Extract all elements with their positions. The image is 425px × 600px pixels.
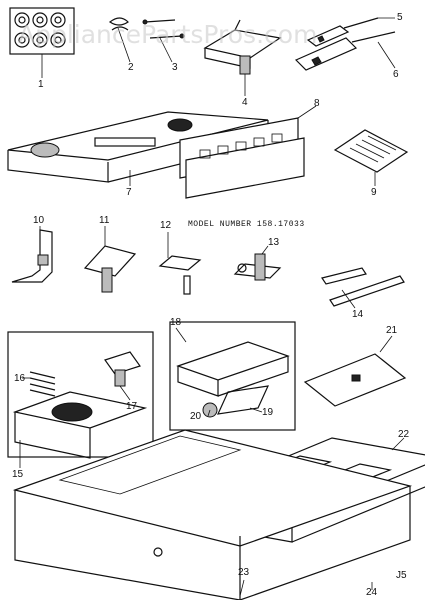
callout-10: 10 <box>33 215 45 226</box>
page-code: J5 <box>396 570 407 581</box>
leader-lines <box>19 17 405 597</box>
buttonholer-attachment <box>7 111 269 183</box>
callout-17: 17 <box>126 401 138 412</box>
callout-3: 3 <box>172 62 178 73</box>
callout-6: 6 <box>393 69 399 80</box>
seam-ripper-brush <box>321 267 405 307</box>
callout-22: 22 <box>398 429 410 440</box>
callout-9: 9 <box>371 187 377 198</box>
callout-11: 11 <box>99 215 110 226</box>
presser-foot-10 <box>11 229 53 283</box>
callout-16: 16 <box>14 373 26 384</box>
callout-18: 18 <box>170 317 182 328</box>
screwdriver-large <box>294 31 396 71</box>
zigzag-attachment-group <box>169 321 296 431</box>
callout-14: 14 <box>352 309 364 320</box>
callout-20: 20 <box>190 411 202 422</box>
callout-24: 24 <box>366 587 378 598</box>
callout-19: 19 <box>262 407 274 418</box>
pin-parts <box>142 19 185 39</box>
throat-plate-cover <box>303 353 407 407</box>
cam-plates <box>179 117 305 199</box>
screwdriver-small <box>306 17 379 47</box>
callout-4: 4 <box>242 97 248 108</box>
callout-12: 12 <box>160 220 172 231</box>
callout-5: 5 <box>397 12 403 23</box>
callout-8: 8 <box>314 98 320 109</box>
seam-guide <box>203 19 282 75</box>
callout-21: 21 <box>386 325 398 336</box>
callout-2: 2 <box>128 62 134 73</box>
callout-13: 13 <box>268 237 280 248</box>
presser-foot-11 <box>83 245 137 293</box>
callout-15: 15 <box>12 469 24 480</box>
needle-pack <box>333 129 409 173</box>
clip-part <box>108 17 129 31</box>
callout-7: 7 <box>126 187 132 198</box>
watermark: AppliancePartsPros.com <box>18 20 318 49</box>
presser-foot-13 <box>233 253 282 281</box>
presser-foot-12 <box>158 255 202 295</box>
callout-23: 23 <box>238 567 250 578</box>
callout-1: 1 <box>38 79 44 90</box>
model-caption: MODEL NUMBER 158.17033 <box>188 220 305 229</box>
carrying-case <box>12 429 413 600</box>
accessory-box-group <box>7 331 154 459</box>
